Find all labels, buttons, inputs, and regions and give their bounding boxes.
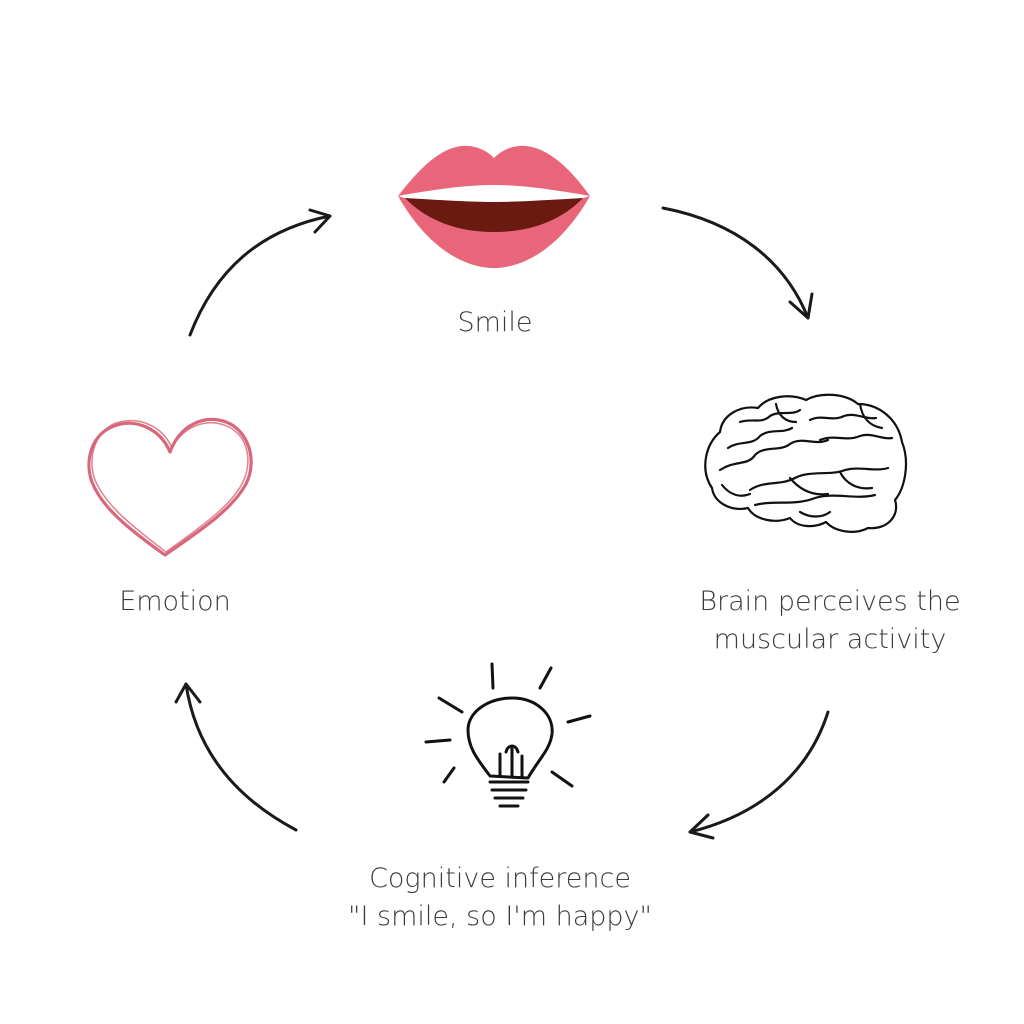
node-label-emotion: Emotion [75,583,275,621]
node-label-brain: Brain perceives the muscular activity [680,583,980,659]
node-label-smile-line-1: Smile [457,307,533,338]
node-label-smile: Smile [395,304,595,342]
node-label-brain-line-1: Brain perceives the [699,586,961,617]
node-label-cognitive-line-1: Cognitive inference [369,863,631,894]
arrow-cognitive-to-emotion [174,682,298,832]
lightbulb-icon [424,662,592,808]
arrow-brain-to-cognitive [688,710,830,840]
arrow-smile-to-brain [661,206,814,320]
node-label-cognitive-line-2: "I smile, so I'm happy" [348,901,652,932]
node-label-cognitive: Cognitive inference "I smile, so I'm hap… [300,860,700,936]
node-label-emotion-line-1: Emotion [119,586,231,617]
lips-icon [398,145,590,268]
arrow-emotion-to-smile [188,208,332,337]
node-label-brain-line-2: muscular activity [713,624,947,655]
brain-icon [704,393,908,533]
heart-icon [87,417,253,557]
